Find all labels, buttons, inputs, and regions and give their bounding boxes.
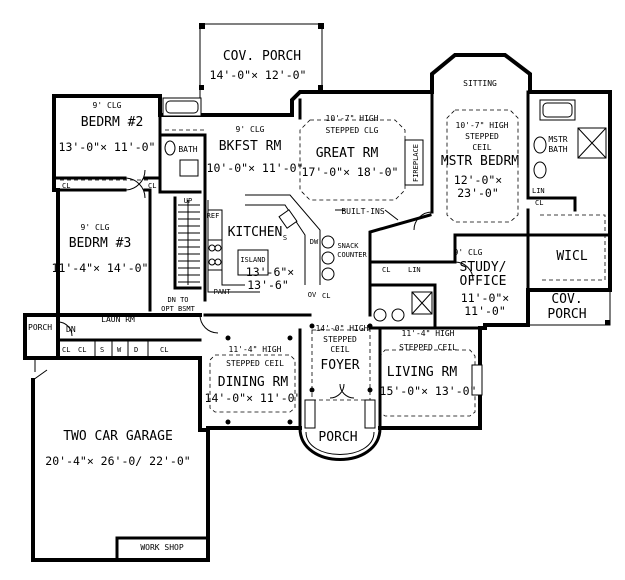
study-name-2: OFFICE xyxy=(460,274,507,289)
living-dims: 15'-0"× 13'-0" xyxy=(380,384,477,398)
ref-note: REF xyxy=(207,212,220,220)
cov-porch-right-2: PORCH xyxy=(547,307,586,322)
cov-porch-top-dims: 14'-0"× 12'-0" xyxy=(210,68,307,82)
wicl-name: WICL xyxy=(556,249,587,264)
dn-bsmt-2: OPT BSMT xyxy=(161,305,196,313)
room-labels: COV. PORCH 14'-0"× 12'-0" 9' CLG BEDRM #… xyxy=(28,49,588,552)
foyer-name: FOYER xyxy=(320,358,359,373)
bedrm3-name: BEDRM #3 xyxy=(69,236,132,251)
interior-walls xyxy=(52,90,612,430)
porch-front-name: PORCH xyxy=(318,430,357,445)
dn-bsmt-1: DN TO xyxy=(167,296,188,304)
d-laun: D xyxy=(134,346,138,354)
lin-study: LIN xyxy=(408,266,421,274)
mstr-name: MSTR BEDRM xyxy=(441,154,519,169)
kitchen-dims-2: 13'-6" xyxy=(247,278,289,292)
fixtures xyxy=(57,97,607,461)
snack-note-1: SNACK xyxy=(337,242,359,250)
foyer-ceiling-2: STEPPED xyxy=(323,335,357,344)
cov-porch-right-1: COV. xyxy=(551,292,582,307)
dw-note: DW xyxy=(310,238,319,246)
built-ins-note: BUILT-INS xyxy=(341,207,385,216)
mstr-ceiling-2: STEPPED xyxy=(465,132,499,141)
cl-laun-2: CL xyxy=(78,346,86,354)
cov-porch-top-name: COV. PORCH xyxy=(223,49,301,64)
garage-name: TWO CAR GARAGE xyxy=(63,429,173,444)
bkfst-dims: 10'-0"× 11'-0" xyxy=(207,161,304,175)
snack-note-2: COUNTER xyxy=(337,251,367,259)
cl-kitchen: CL xyxy=(322,292,330,300)
lin-mstr: LIN xyxy=(532,187,545,195)
mstr-bath-name-1: MSTR xyxy=(548,135,567,144)
cl-study: CL xyxy=(382,266,390,274)
dining-name: DINING RM xyxy=(218,375,289,390)
porch-left-name: PORCH xyxy=(28,323,52,332)
mstr-dims-1: 12'-0"× xyxy=(454,173,503,187)
closet-tags: CL CL CL CL LIN LIN CL CL CL S W D CL xyxy=(62,182,545,354)
kitchen-island: ISLAND xyxy=(240,256,265,264)
stairs xyxy=(178,200,200,285)
great-name: GREAT RM xyxy=(316,146,379,161)
great-dims: 17'-0"× 18'-0" xyxy=(302,165,399,179)
mstr-dims-2: 23'-0" xyxy=(457,186,499,200)
s-laun: S xyxy=(100,346,104,354)
bedrm2-dims: 13'-0"× 11'-0" xyxy=(59,140,156,154)
bkfst-name: BKFST RM xyxy=(219,139,282,154)
workshop-name: WORK SHOP xyxy=(140,543,184,552)
bedrm2-ceiling: 9' CLG xyxy=(93,101,122,110)
study-dims-2: 11'-0" xyxy=(464,304,506,318)
dining-ceiling-2: STEPPED CEIL xyxy=(226,359,284,368)
cl-laun-3: CL xyxy=(160,346,168,354)
mstr-ceiling-3: CEIL xyxy=(472,143,491,152)
ov-note: OV xyxy=(308,291,317,299)
kitchen-dims-1: 13'-6"× xyxy=(246,265,295,279)
notes: BUILT-INS SNACK COUNTER DN TO OPT BSMT U… xyxy=(161,197,399,313)
laun-name: LAUN RM xyxy=(101,315,135,324)
pant-note: PANT xyxy=(214,288,232,296)
living-ceiling-1: 11'-4" HIGH xyxy=(402,329,455,338)
mstr-bath-name-2: BATH xyxy=(548,145,567,154)
bedrm2-name: BEDRM #2 xyxy=(81,115,144,130)
built-ins-leader xyxy=(335,209,399,221)
foyer-ceiling-1: 14'-0" HIGH xyxy=(316,324,369,333)
garage-dims: 20'-4"× 26'-0/ 22'-0" xyxy=(45,454,190,468)
kitchen-name: KITCHEN xyxy=(228,225,283,240)
up-note: UP xyxy=(184,197,192,205)
bedrm3-dims: 11'-4"× 14'-0" xyxy=(52,261,149,275)
cl-bedrm2: CL xyxy=(62,182,70,190)
bkfst-ceiling: 9' CLG xyxy=(236,125,265,134)
foyer-ceiling-3: CEIL xyxy=(330,345,349,354)
cl-hall: CL xyxy=(148,182,156,190)
study-name-1: STUDY/ xyxy=(460,260,507,275)
dining-ceiling-1: 11'-4" HIGH xyxy=(229,345,282,354)
laun-dn: DN xyxy=(66,325,76,334)
fireplace-label: FIREPLACE xyxy=(412,144,420,182)
great-ceiling-1: 10'-7" HIGH xyxy=(326,114,379,123)
exterior-walls xyxy=(23,23,612,562)
bedrm3-ceiling: 9' CLG xyxy=(81,223,110,232)
bath2-name: BATH xyxy=(178,145,197,154)
mstr-ceiling-1: 10'-7" HIGH xyxy=(456,121,509,130)
cl-laun-1: CL xyxy=(62,346,70,354)
dining-dims: 14'-0"× 11'-0" xyxy=(205,391,302,405)
sitting-label: SITTING xyxy=(463,79,497,88)
cl-mstr: CL xyxy=(535,199,543,207)
study-dims-1: 11'-0"× xyxy=(461,291,510,305)
w-laun: W xyxy=(117,346,122,354)
sink-s-note: S xyxy=(283,234,287,242)
great-ceiling-2: STEPPED CLG xyxy=(326,126,379,135)
living-ceiling-2: STEPPED CEIL xyxy=(399,343,457,352)
living-name: LIVING RM xyxy=(387,365,458,380)
study-ceiling: 9' CLG xyxy=(454,248,483,257)
